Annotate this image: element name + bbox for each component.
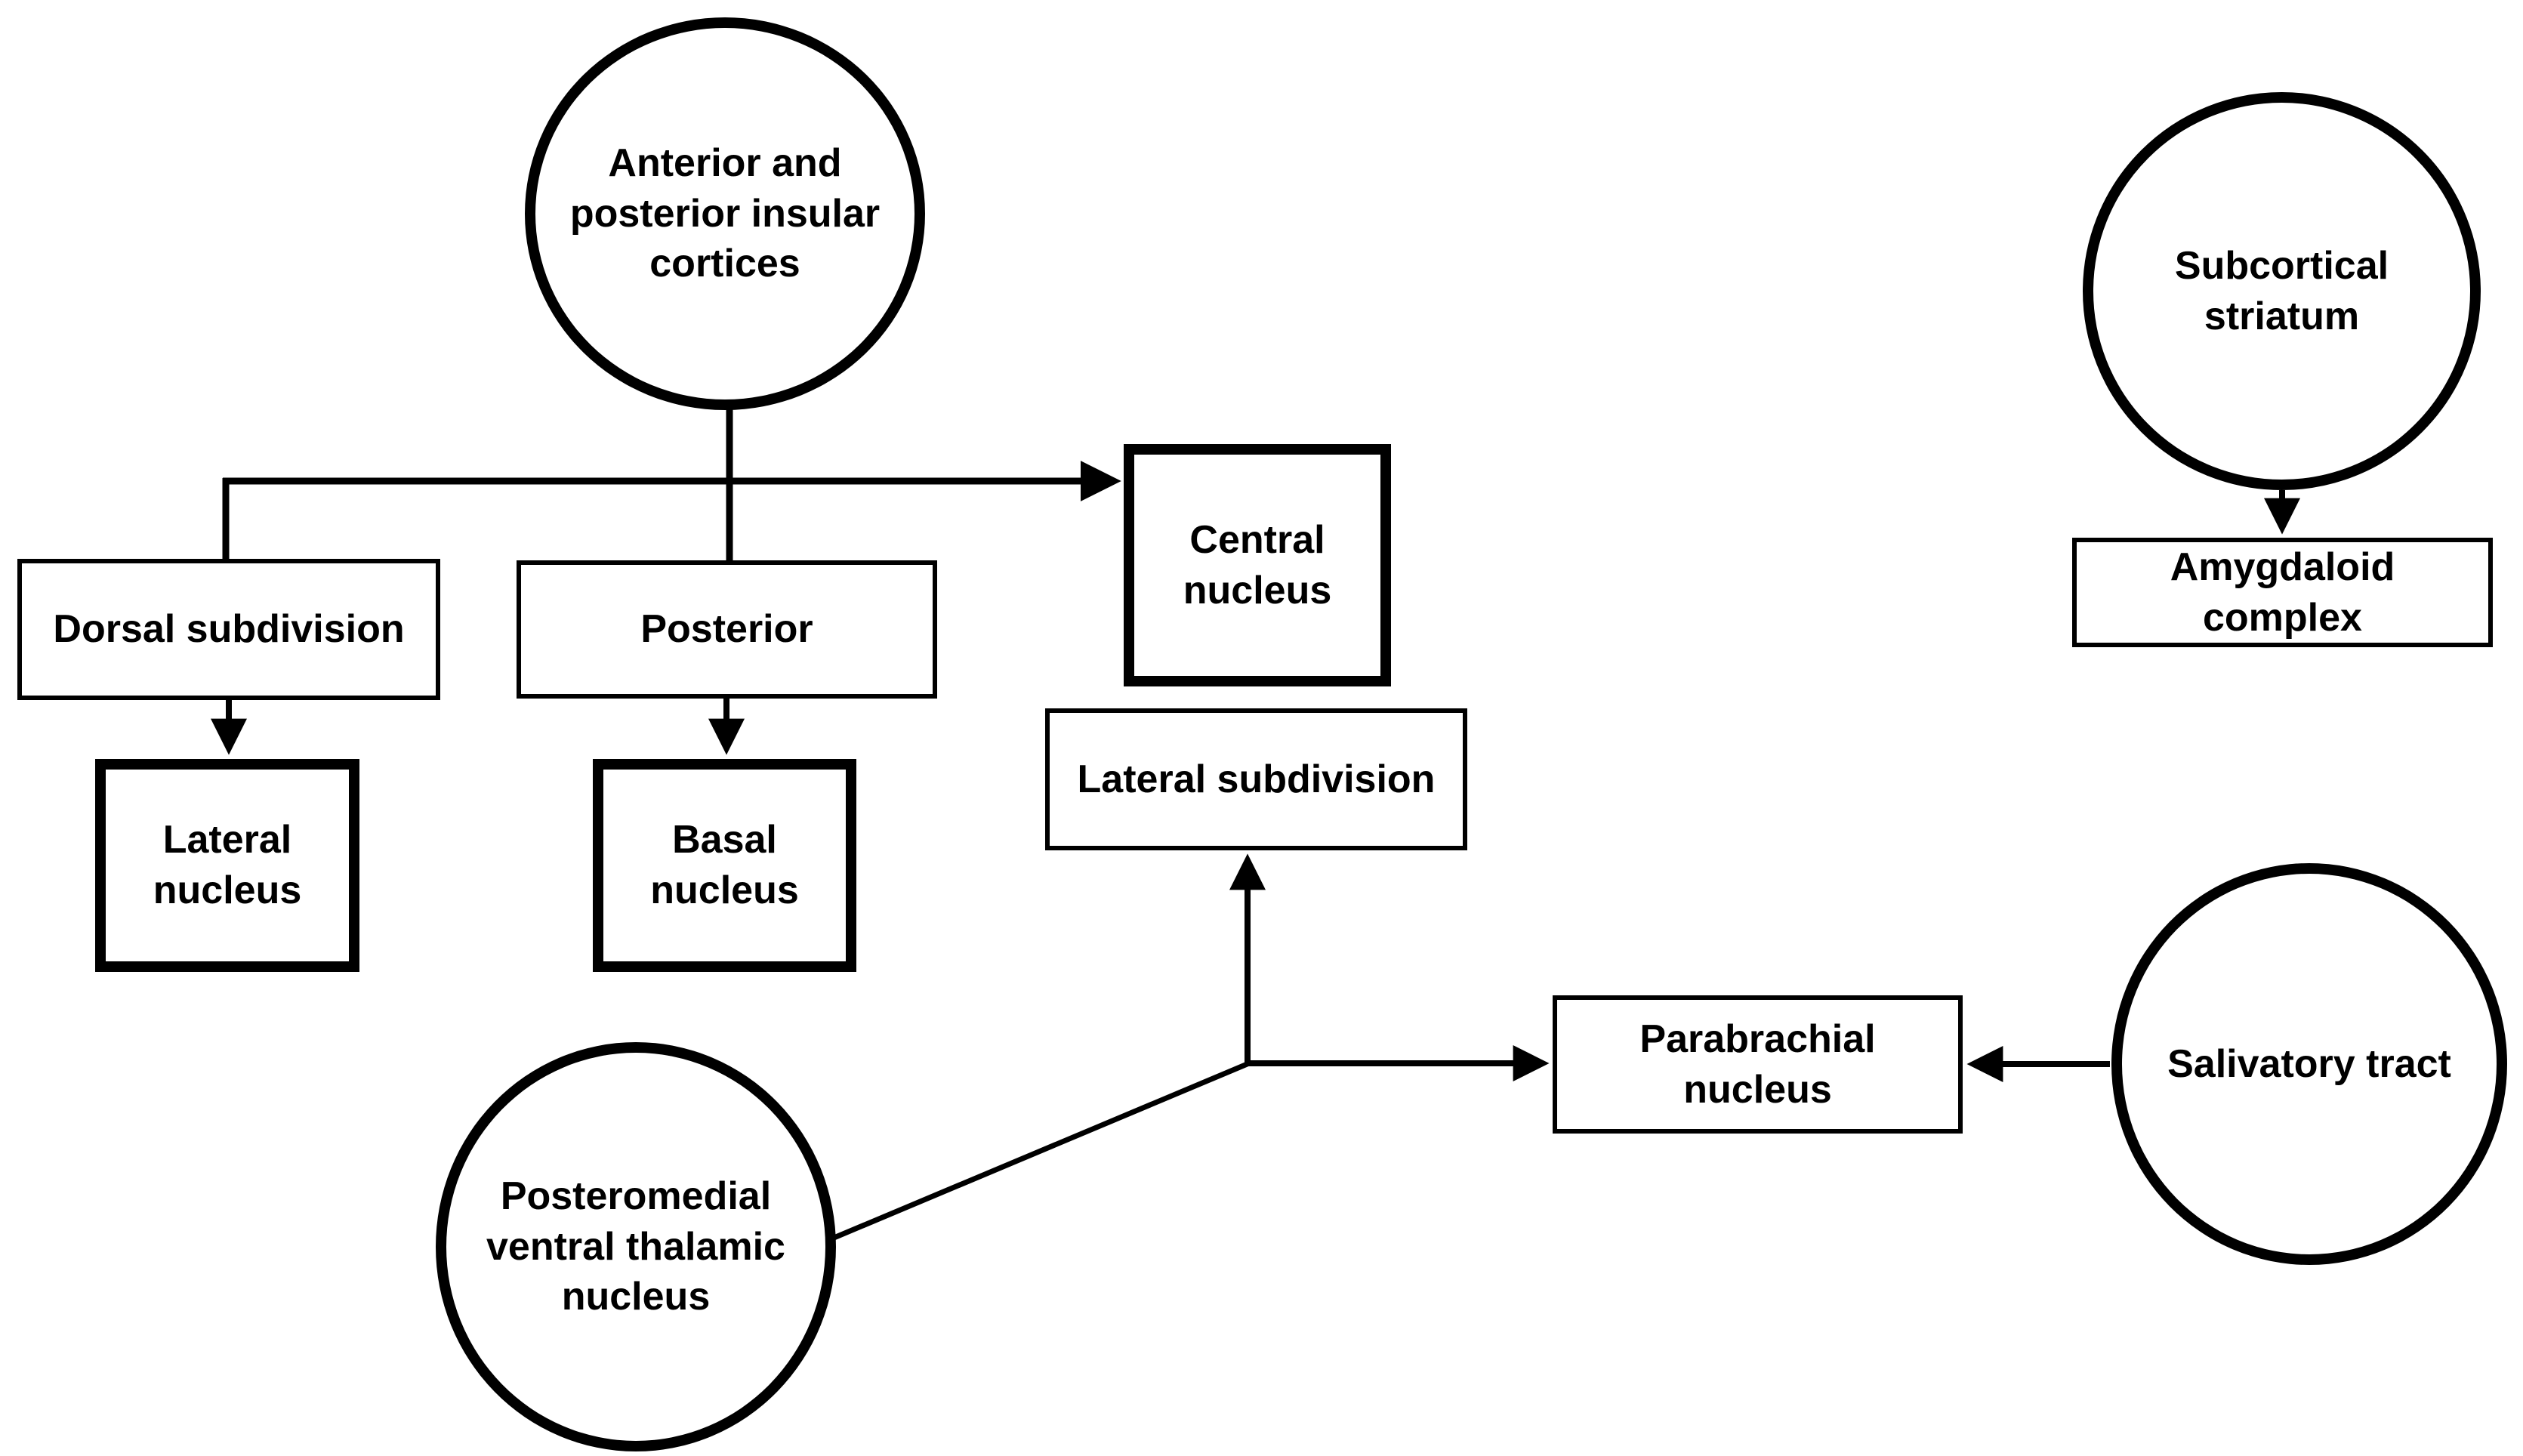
node-lateral-subdivision: Lateral subdivision (1045, 708, 1467, 850)
node-label: Basal nucleus (650, 818, 799, 912)
node-label: Amygdaloid complex (2170, 544, 2395, 640)
node-label: Salivatory tract (2167, 1041, 2451, 1086)
node-dorsal-subdivision: Dorsal subdivision (17, 559, 440, 700)
node-label: Subcortical striatum (2174, 243, 2389, 338)
node-salivatory-tract: Salivatory tract (2111, 863, 2507, 1265)
node-label: Lateral nucleus (153, 818, 302, 912)
node-posteromedial-ventral-thalamic-nucleus: Posteromedial ventral thalamic nucleus (436, 1042, 836, 1451)
node-subcortical-striatum: Subcortical striatum (2083, 92, 2481, 490)
node-label: Parabrachial nucleus (1639, 1016, 1876, 1112)
node-parabrachial-nucleus: Parabrachial nucleus (1553, 995, 1963, 1134)
node-label: Dorsal subdivision (53, 607, 405, 652)
node-label: Anterior and posterior insular cortices (569, 141, 881, 286)
edge-posteromedial-diagonal (831, 1060, 1251, 1242)
node-label: Posterior (640, 607, 813, 652)
node-label: Lateral subdivision (1077, 757, 1436, 801)
node-central-nucleus: Central nucleus (1124, 444, 1391, 686)
node-anterior-posterior-insular-cortices: Anterior and posterior insular cortices (525, 17, 925, 410)
node-label: Posteromedial ventral thalamic nucleus (486, 1174, 785, 1319)
node-amygdaloid-complex: Amygdaloid complex (2072, 538, 2493, 647)
node-lateral-nucleus: Lateral nucleus (95, 759, 359, 972)
node-label: Central nucleus (1183, 517, 1332, 612)
node-posterior: Posterior (517, 560, 937, 699)
node-basal-nucleus: Basal nucleus (593, 759, 856, 972)
